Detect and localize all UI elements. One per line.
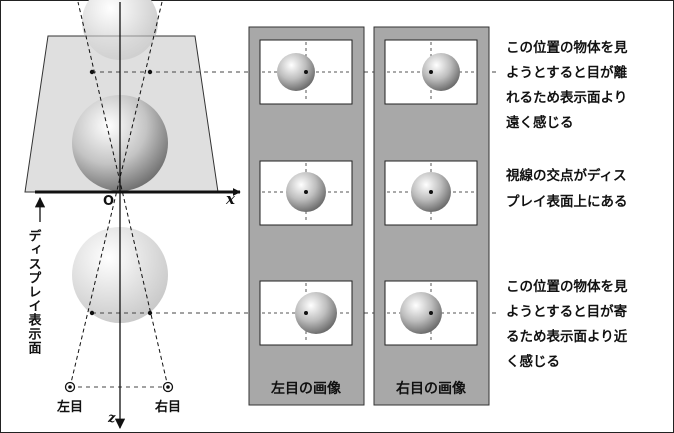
left-frame-near xyxy=(259,280,353,346)
left-image-title: 左目の画像 xyxy=(270,380,342,397)
right-eye-image-panel: 右目の画像 xyxy=(373,26,490,406)
left-frame-far xyxy=(259,39,353,105)
caption-far-line: 遠く感じる xyxy=(506,114,574,131)
left-frame-on-screen xyxy=(259,160,353,226)
z-axis-label: z xyxy=(107,411,116,426)
origin-label: O xyxy=(103,194,114,209)
right-frame-far xyxy=(384,39,478,105)
caption-near-line: ようとすると目が寄 xyxy=(506,303,628,320)
caption-far: この位置の物体を見 ようとすると目が離 れるため表示面より 遠く感じる xyxy=(506,39,628,131)
caption-on-screen-line: 視線の交点がディス xyxy=(505,167,627,184)
left-eye-image-panel: 左目の画像 xyxy=(248,26,365,406)
caption-far-line: れるため表示面より xyxy=(506,89,627,106)
right-image-title: 右目の画像 xyxy=(395,380,467,397)
caption-near-line: く感じる xyxy=(506,353,560,370)
caption-near-line: るため表示面より近 xyxy=(506,328,628,345)
right-frame-on-screen xyxy=(384,160,478,226)
sight-lines xyxy=(69,1,169,388)
caption-on-screen: 視線の交点がディス プレイ表面上にある xyxy=(505,167,628,210)
caption-far-line: ようとすると目が離 xyxy=(506,64,628,81)
left-eye-label: 左目 xyxy=(57,399,83,415)
caption-near-line: この位置の物体を見 xyxy=(506,278,628,295)
gaze-point-near-right xyxy=(147,310,153,316)
caption-far-line: この位置の物体を見 xyxy=(506,39,628,56)
right-eye-label: 右目 xyxy=(154,399,181,415)
perspective-scene: O x z ディスプレイ表示面 左目 右目 xyxy=(24,0,498,430)
gaze-point-far-right xyxy=(147,69,153,75)
caption-near: この位置の物体を見 ようとすると目が寄 るため表示面より近 く感じる xyxy=(506,278,628,370)
x-axis-label: x xyxy=(225,190,236,208)
display-surface-label: ディスプレイ表示面 xyxy=(26,228,43,355)
caption-on-screen-line: プレイ表面上にある xyxy=(506,193,628,210)
gaze-point-near-left xyxy=(89,310,95,316)
gaze-point-far-left xyxy=(89,69,95,75)
svg-text:ディスプレイ表示面: ディスプレイ表示面 xyxy=(26,228,43,355)
right-frame-near xyxy=(384,280,478,346)
